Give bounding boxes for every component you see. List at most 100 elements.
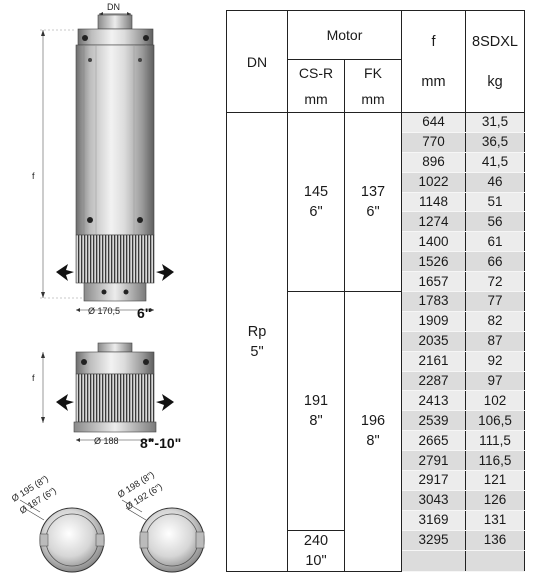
weight-value: 61: [465, 231, 525, 253]
weight-value: 36,5: [465, 131, 525, 153]
f-value: 2161: [401, 350, 466, 372]
header-motor: Motor: [287, 10, 402, 60]
f-value: 2539: [401, 410, 466, 432]
f-value: 3295: [401, 529, 466, 551]
weight-value: 51: [465, 191, 525, 213]
f-value: 2287: [401, 370, 466, 392]
weight-value: 82: [465, 310, 525, 332]
diameter-label-mid: Ø 188: [94, 436, 119, 446]
diameter-label-top: Ø 170,5: [88, 306, 120, 316]
f-value: 1022: [401, 171, 466, 193]
f-value: 1657: [401, 271, 466, 293]
f-label-mid: f: [32, 373, 35, 383]
f-label-top: f: [32, 171, 35, 181]
weight-value: 121: [465, 470, 525, 491]
f-value: 2791: [401, 450, 466, 472]
size-label-top: 6": [137, 305, 151, 321]
cross-section-right: Ø 198 (8") Ø 192 (6"): [116, 469, 205, 573]
f-value: 2917: [401, 470, 466, 491]
weight-value: 97: [465, 370, 525, 392]
table-row-empty: [227, 549, 525, 572]
csr-mm: 145: [303, 184, 329, 200]
f-value: 1400: [401, 231, 466, 253]
csr-mm: 191: [303, 392, 329, 409]
dn-label-top: DN: [107, 2, 120, 12]
weight-value: 111,5: [465, 430, 525, 452]
pump-6-inch-drawing: DN f Ø 170,5 6": [32, 2, 174, 321]
dn-value-cell: Rp 5": [226, 112, 288, 572]
weight-value: 126: [465, 489, 525, 511]
cross-section-left: Ø 195 (8") Ø 187 (6"): [10, 473, 105, 573]
weight-value: 102: [465, 390, 525, 412]
f-value: 2035: [401, 330, 466, 352]
weight-value: 46: [465, 171, 525, 193]
csr-inch: 6": [309, 204, 323, 220]
csr-mm: 240: [303, 532, 329, 549]
weight-value: 41,5: [465, 151, 525, 173]
header-dn: DN: [226, 10, 288, 113]
weight-value: 72: [465, 271, 525, 293]
f-value: 3169: [401, 509, 466, 531]
f-value: 3043: [401, 489, 466, 511]
f-value: 1526: [401, 251, 466, 273]
weight-value: 116,5: [465, 450, 525, 472]
size-label-mid: 8"-10": [140, 435, 181, 451]
f-value: 1148: [401, 191, 466, 213]
weight-value: 92: [465, 350, 525, 372]
csr-inch: 10": [305, 552, 327, 569]
dn-value-1: Rp: [247, 323, 267, 340]
weight-value: 66: [465, 251, 525, 273]
weight-value: 56: [465, 211, 525, 233]
f-value: 2413: [401, 390, 466, 412]
fk-mm: 196: [360, 413, 386, 430]
weight-value: 31,5: [465, 112, 525, 133]
weight-value: 106,5: [465, 410, 525, 432]
weight-value: 136: [465, 529, 525, 551]
f-value: 1274: [401, 211, 466, 233]
csr-inch: 8": [309, 412, 323, 429]
f-value: 896: [401, 151, 466, 173]
empty-cell: [465, 549, 525, 572]
fk-mm: 137: [360, 184, 386, 200]
weight-value: 131: [465, 509, 525, 531]
f-value: 1909: [401, 310, 466, 332]
dn-value-2: 5": [250, 343, 264, 360]
fk-inch: 6": [366, 204, 380, 220]
f-value: 1783: [401, 291, 466, 312]
f-value: 644: [401, 112, 466, 133]
f-value: 770: [401, 131, 466, 153]
empty-cell: [401, 549, 466, 572]
f-value: 2665: [401, 430, 466, 452]
weight-value: 77: [465, 291, 525, 312]
pump-drawings: DN f Ø 170,5 6": [10, 2, 205, 573]
pump-8-10-inch-drawing: f Ø 188 8"-10": [32, 342, 181, 451]
